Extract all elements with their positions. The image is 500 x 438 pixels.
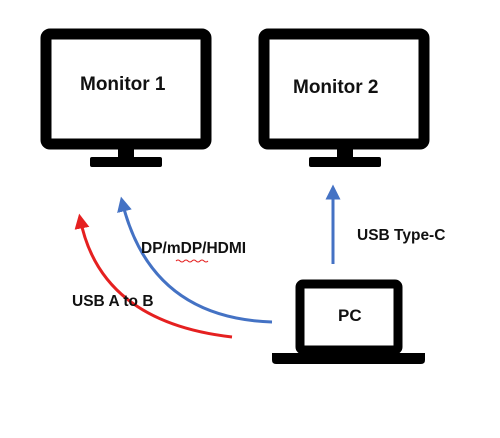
monitor-1-label: Monitor 1 [80, 74, 166, 95]
usb-a-to-b-label: USB A to B [72, 293, 154, 310]
monitor-1-icon [40, 28, 212, 167]
spellcheck-underline [175, 259, 209, 263]
laptop-icon [272, 279, 425, 364]
dp-mdp-hdmi-arrow [117, 196, 273, 324]
monitor-2-base [309, 157, 381, 167]
pc-label: PC [338, 306, 362, 325]
monitor-2-icon [258, 28, 430, 167]
monitor-2-neck [337, 144, 353, 158]
monitor-2-label: Monitor 2 [293, 77, 379, 98]
usb-type-c-label: USB Type-C [357, 227, 446, 244]
usb-a-to-b-arrow [74, 213, 233, 339]
laptop-base [272, 353, 425, 364]
dp-mdp-hdmi-label: DP/mDP/HDMI [141, 240, 247, 257]
laptop-screen [295, 279, 403, 355]
monitor-1-neck [118, 144, 134, 158]
monitor-1-base [90, 157, 162, 167]
